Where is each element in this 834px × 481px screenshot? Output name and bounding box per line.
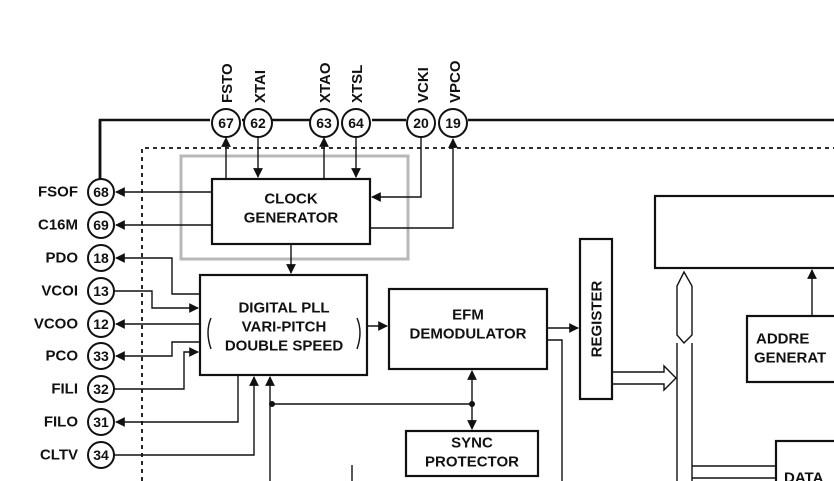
upper-right-block (653, 194, 834, 270)
svg-text:18: 18 (93, 250, 109, 266)
svg-text:CLOCK: CLOCK (264, 191, 317, 208)
svg-text:69: 69 (93, 217, 109, 233)
left-pin-vcoi: 13 VCOI (41, 277, 115, 305)
svg-text:DIGITAL PLL: DIGITAL PLL (238, 300, 329, 317)
svg-text:VARI-PITCH: VARI-PITCH (242, 319, 327, 336)
svg-text:VPCO: VPCO (447, 60, 464, 103)
svg-text:SYNC: SYNC (451, 435, 493, 452)
register-block: REGISTER (578, 237, 614, 401)
top-pin-vpco: 19 VPCO (438, 60, 468, 138)
wire-pco (115, 341, 200, 361)
svg-text:67: 67 (218, 115, 234, 131)
svg-text:REGISTER: REGISTER (589, 280, 606, 357)
svg-text:XTAI: XTAI (252, 70, 269, 103)
efm-side-wire (547, 339, 563, 481)
svg-text:CLTV: CLTV (40, 447, 78, 464)
highlight-box (179, 154, 410, 261)
svg-text:33: 33 (93, 348, 109, 364)
svg-text:FILO: FILO (44, 414, 78, 431)
svg-text:68: 68 (93, 184, 109, 200)
left-pin-filo: 31 FILO (44, 408, 115, 436)
top-bus-line (98, 118, 210, 178)
top-pin-fsto: 67 FSTO (211, 63, 241, 138)
svg-text:FSOF: FSOF (38, 184, 78, 201)
left-pin-c16m: 69 C16M (38, 211, 115, 239)
wire-pdo (115, 253, 200, 295)
svg-text:PCO: PCO (45, 348, 78, 365)
clock-generator-block: CLOCK GENERATOR (210, 177, 372, 246)
svg-text:DOUBLE SPEED: DOUBLE SPEED (225, 338, 344, 355)
wire-filo (115, 375, 239, 427)
svg-text:34: 34 (93, 447, 109, 463)
digital-pll-block: DIGITAL PLL VARI-PITCH DOUBLE SPEED (198, 273, 369, 377)
efm-demodulator-block: EFM DEMODULATOR (387, 287, 549, 371)
top-pin-xtao: 63 XTAO (309, 62, 339, 138)
wire-fili (114, 347, 199, 390)
svg-text:GENERATOR: GENERATOR (244, 210, 339, 227)
left-pin-fili: 32 FILI (51, 375, 115, 403)
data-block: DATA (774, 439, 834, 481)
svg-text:GENERAT: GENERAT (754, 350, 826, 367)
svg-text:PROTECTOR: PROTECTOR (425, 454, 519, 471)
svg-text:32: 32 (93, 381, 109, 397)
wire-cltv (114, 376, 259, 456)
junction-dot-1 (269, 401, 275, 407)
svg-text:XTSL: XTSL (349, 65, 366, 103)
svg-text:EFM: EFM (452, 307, 484, 324)
svg-text:12: 12 (93, 316, 109, 332)
svg-text:20: 20 (413, 115, 429, 131)
top-pin-xtai: 62 XTAI (243, 70, 273, 138)
vertical-bus (676, 270, 693, 345)
svg-text:FSTO: FSTO (219, 63, 236, 103)
svg-text:64: 64 (348, 115, 364, 131)
svg-text:VCOO: VCOO (34, 316, 79, 333)
wire-vcoi (114, 290, 199, 313)
svg-text:31: 31 (93, 414, 109, 430)
svg-text:DEMODULATOR: DEMODULATOR (410, 326, 527, 343)
svg-text:FILI: FILI (51, 381, 78, 398)
svg-text:19: 19 (445, 115, 461, 131)
top-pin-vcki: 20 VCKI (406, 67, 436, 138)
wire-vcki (371, 137, 422, 202)
sync-protector-block: SYNC PROTECTOR (404, 429, 540, 478)
address-generator-block: ADDRE GENERAT (745, 314, 834, 384)
top-pin-xtsl: 64 XTSL (341, 65, 371, 138)
svg-text:VCOI: VCOI (41, 283, 78, 300)
chip-boundary (141, 147, 834, 481)
left-pin-vcoo: 12 VCOO (34, 310, 115, 338)
left-pin-cltv: 34 CLTV (40, 441, 115, 469)
left-pin-pdo: 18 PDO (45, 244, 115, 272)
svg-text:VCKI: VCKI (415, 67, 432, 103)
svg-text:PDO: PDO (45, 250, 78, 267)
svg-text:62: 62 (250, 115, 266, 131)
vertical-bus-lower (676, 343, 693, 481)
svg-text:13: 13 (93, 283, 109, 299)
svg-text:63: 63 (316, 115, 332, 131)
svg-text:DATA: DATA (784, 470, 824, 481)
svg-text:ADDRE: ADDRE (756, 331, 809, 348)
left-pin-pco: 33 PCO (45, 342, 115, 370)
left-pin-fsof: 68 FSOF (38, 178, 115, 206)
register-bus-arrow (612, 364, 677, 392)
svg-text:XTAO: XTAO (317, 62, 334, 103)
svg-text:C16M: C16M (38, 217, 78, 234)
wire-vpco (370, 138, 458, 229)
